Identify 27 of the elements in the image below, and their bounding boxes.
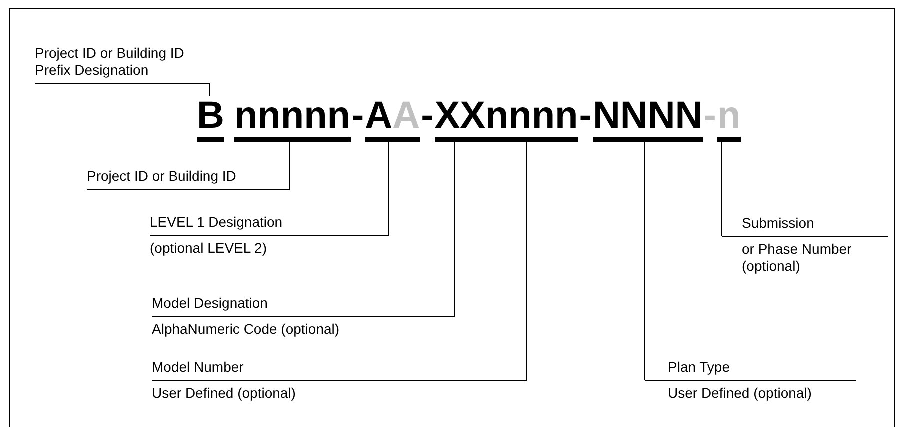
callout-text: Plan Type [645, 359, 856, 381]
callout-text: Model Designation [152, 295, 455, 317]
callout-text: User Defined (optional) [667, 384, 813, 402]
code-segment: NNNN [592, 96, 703, 142]
callout-text: Project ID or Building ID [87, 168, 290, 190]
callout-text: or Phase Number (optional) [741, 240, 853, 275]
leader-line [644, 142, 646, 381]
callout-text: User Defined (optional) [152, 384, 297, 402]
code-segment: B [197, 96, 224, 142]
leader-line [388, 142, 390, 236]
callout-text: LEVEL 1 Designation [150, 214, 389, 236]
code-character: A [365, 95, 393, 137]
separator-hyphen: - [352, 96, 364, 139]
leader-line [454, 142, 456, 317]
separator-hyphen: - [704, 96, 716, 139]
separator-hyphen: - [421, 96, 434, 139]
callout-text: Submission [722, 215, 888, 237]
code-segment: n [717, 96, 741, 142]
callout-text: AlphaNumeric Code (optional) [152, 320, 341, 338]
code-character: A [392, 95, 420, 137]
separator-hyphen: - [579, 96, 592, 139]
leader-line [526, 142, 528, 381]
callout-text: (optional LEVEL 2) [150, 239, 268, 257]
callout-text: Model Number [152, 359, 527, 381]
callout-text: Project ID or Building ID Prefix Designation [35, 45, 210, 84]
code-segment: nnnnn [234, 96, 351, 142]
code-segment: XXnnnn [434, 96, 578, 142]
